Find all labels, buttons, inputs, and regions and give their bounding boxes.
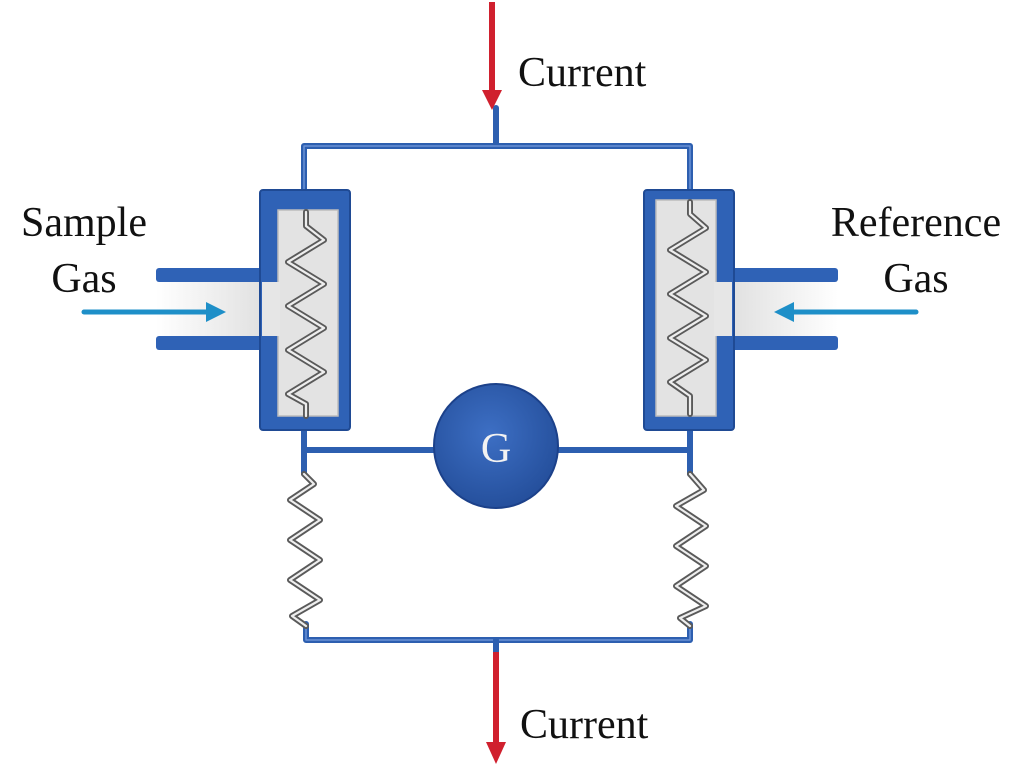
- current-in-label: Current: [518, 50, 647, 96]
- reference-gas-label-line1: Reference: [831, 200, 1001, 246]
- sample-filament-icon: [285, 209, 327, 419]
- current-in-arrow: [482, 2, 502, 110]
- left-resistor-icon: [287, 471, 323, 629]
- current-out-label: Current: [520, 702, 649, 748]
- reference-cell: [643, 189, 838, 431]
- galvanometer-body: [433, 383, 559, 509]
- galvanometer-label: G: [481, 426, 511, 472]
- reference-filament-icon: [667, 199, 709, 417]
- middle-right-wire: [553, 425, 693, 453]
- reference-inlet-lower-wall: [726, 336, 838, 350]
- middle-left-wire: [301, 425, 439, 453]
- right-resistor-icon: [673, 471, 709, 629]
- current-out-arrow: [486, 652, 506, 764]
- sample-gas-label-line1: Sample: [21, 200, 147, 246]
- sample-gas-label-line2: Gas: [51, 256, 116, 302]
- galvanometer: G: [433, 383, 559, 509]
- sample-cell: [156, 189, 351, 431]
- reference-inlet-upper-wall: [726, 268, 838, 282]
- bridge-wiring: [301, 105, 693, 655]
- sample-inlet-lower-wall: [156, 336, 268, 350]
- reference-gas-arrow: [774, 302, 919, 322]
- sample-inlet-upper-wall: [156, 268, 268, 282]
- reference-gas-label-line2: Gas: [883, 256, 948, 302]
- reference-cell-chamber: [655, 199, 717, 417]
- bottom-rail-wire: [303, 621, 693, 643]
- top-rail-wire: [301, 143, 693, 193]
- sample-gas-arrow: [81, 302, 226, 322]
